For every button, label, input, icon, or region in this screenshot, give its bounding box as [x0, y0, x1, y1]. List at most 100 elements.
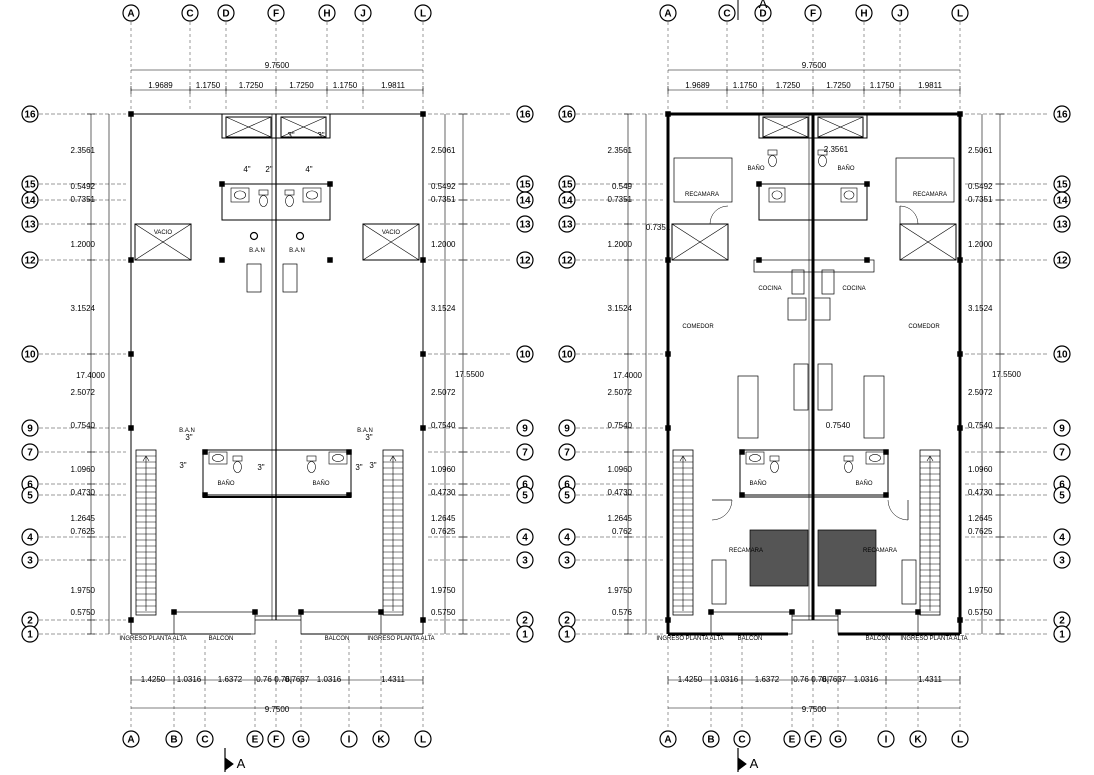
grid-row-bubble-left-4: 4 — [558, 528, 576, 546]
room-label: RECAMARA — [863, 548, 897, 554]
dim-bottom-part: 1.6372 — [218, 675, 243, 684]
dim-left-part: 0.7351 — [71, 195, 96, 204]
grid-bubble-label: 14 — [1056, 196, 1068, 207]
grid-bubble-circle — [1053, 419, 1071, 437]
grid-bubble-circle — [21, 551, 39, 569]
dim-right-part: 0.7625 — [431, 527, 456, 536]
dim-right-total: 17.5500 — [992, 370, 1021, 379]
toilet-tank — [843, 455, 854, 462]
grid-bubble-circle — [165, 730, 183, 748]
grid-row-bubble-right-2: 2 — [1053, 611, 1071, 629]
grid-column-bubble-bottom-g: G — [829, 730, 847, 748]
grid-column-bubble-bottom-f: F — [804, 730, 822, 748]
grid-bubble-label: 6 — [27, 480, 33, 491]
sink-counter — [328, 451, 348, 465]
dim-right-part: 0.4730 — [431, 488, 456, 497]
grid-row-bubble-right-3: 3 — [1053, 551, 1071, 569]
grid-bubble-label: 3 — [564, 556, 570, 567]
room-label: BAÑO — [837, 165, 854, 172]
grid-bubble-circle — [21, 443, 39, 461]
grid-column-bubble-top-c: C — [718, 4, 736, 22]
dim-right-part: 3.1524 — [431, 304, 456, 313]
grid-bubble-label: E — [789, 735, 796, 746]
structural-column — [219, 257, 225, 263]
void-diagonal — [762, 116, 809, 138]
shaft-void-left — [225, 116, 272, 138]
room-label: B.A.N — [357, 428, 373, 434]
dim-top-total: 9.7500 — [265, 61, 290, 70]
grid-bubble-label: 1 — [1059, 630, 1065, 641]
grid-bubble-circle — [829, 730, 847, 748]
slope-note: 3" — [317, 131, 324, 140]
grid-bubble-label: K — [914, 735, 922, 746]
sink-counter — [208, 451, 228, 465]
slope-note: 3" — [257, 463, 264, 472]
dim-top-part: 1.7250 — [826, 81, 851, 90]
toilet — [258, 189, 269, 207]
structural-column — [128, 351, 134, 357]
grid-bubble-circle — [196, 730, 214, 748]
grid-bubble-circle — [267, 730, 285, 748]
grid-bubble-circle — [21, 486, 39, 504]
room-label: BAÑO — [749, 480, 766, 487]
toilet-tank — [306, 455, 317, 462]
dim-right-part: 0.7351 — [968, 195, 993, 204]
grid-bubble-label: 15 — [24, 180, 36, 191]
grid-bubble-label: A — [127, 9, 134, 20]
grid-bubble-circle — [354, 4, 372, 22]
stove — [811, 297, 831, 321]
grid-bubble-label: H — [323, 9, 330, 20]
toilet-bowl — [768, 155, 777, 167]
grid-bubble-label: 7 — [27, 448, 33, 459]
dim-left-part: 0.549 — [612, 182, 633, 191]
void-box — [362, 223, 420, 261]
grid-column-bubble-top-h: H — [318, 4, 336, 22]
door-swing — [899, 205, 919, 225]
door-swing — [709, 205, 729, 225]
grid-bubble-circle — [558, 625, 576, 643]
grid-bubble-circle — [804, 4, 822, 22]
dim-left-part: 2.5072 — [608, 388, 633, 397]
grid-bubble-circle — [21, 419, 39, 437]
structural-column — [128, 257, 134, 263]
dim-left-part: 0.4730 — [608, 488, 633, 497]
door — [899, 205, 919, 225]
section-marker-label: A — [750, 756, 759, 771]
grid-bubble-circle — [516, 551, 534, 569]
grid-bubble-label: 15 — [561, 180, 573, 191]
dim-inner: 0.7351 — [646, 223, 671, 232]
room-label: BALCON — [866, 636, 891, 642]
grid-bubble-label: 9 — [1059, 424, 1065, 435]
room-label: COMEDOR — [908, 324, 940, 330]
grid-bubble-circle — [1053, 486, 1071, 504]
grid-bubble-label: 16 — [1056, 110, 1068, 121]
room-label: VACIO — [382, 230, 401, 236]
grid-bubble-circle — [21, 345, 39, 363]
grid-bubble-circle — [122, 4, 140, 22]
grid-column-bubble-bottom-l: L — [951, 730, 969, 748]
toilet-tank — [232, 455, 243, 462]
toilet-bowl — [770, 461, 779, 473]
grid-bubble-circle — [516, 486, 534, 504]
slope-note: 3" — [287, 131, 294, 140]
grid-bubble-circle — [21, 191, 39, 209]
door-swing — [711, 499, 733, 521]
grid-bubble-label: E — [252, 735, 259, 746]
dim-right-part: 1.0960 — [968, 465, 993, 474]
structural-column — [420, 351, 426, 357]
room-label: RECAMARA — [913, 192, 947, 198]
room-label: B.A.N — [179, 428, 195, 434]
grid-bubble-label: 4 — [564, 533, 570, 544]
grid-row-bubble-left-10: 10 — [21, 345, 39, 363]
room-label: BAÑO — [855, 480, 872, 487]
grid-bubble-circle — [877, 730, 895, 748]
dining-table — [793, 363, 809, 411]
grid-bubble-label: B — [170, 735, 177, 746]
grid-row-bubble-left-15: 15 — [558, 175, 576, 193]
dim-right-part: 1.2645 — [968, 514, 993, 523]
room-label: RECAMARA — [685, 192, 719, 198]
slope-note: 4" — [305, 165, 312, 174]
core-bath-block — [758, 183, 868, 221]
bed-top-right — [895, 157, 955, 203]
